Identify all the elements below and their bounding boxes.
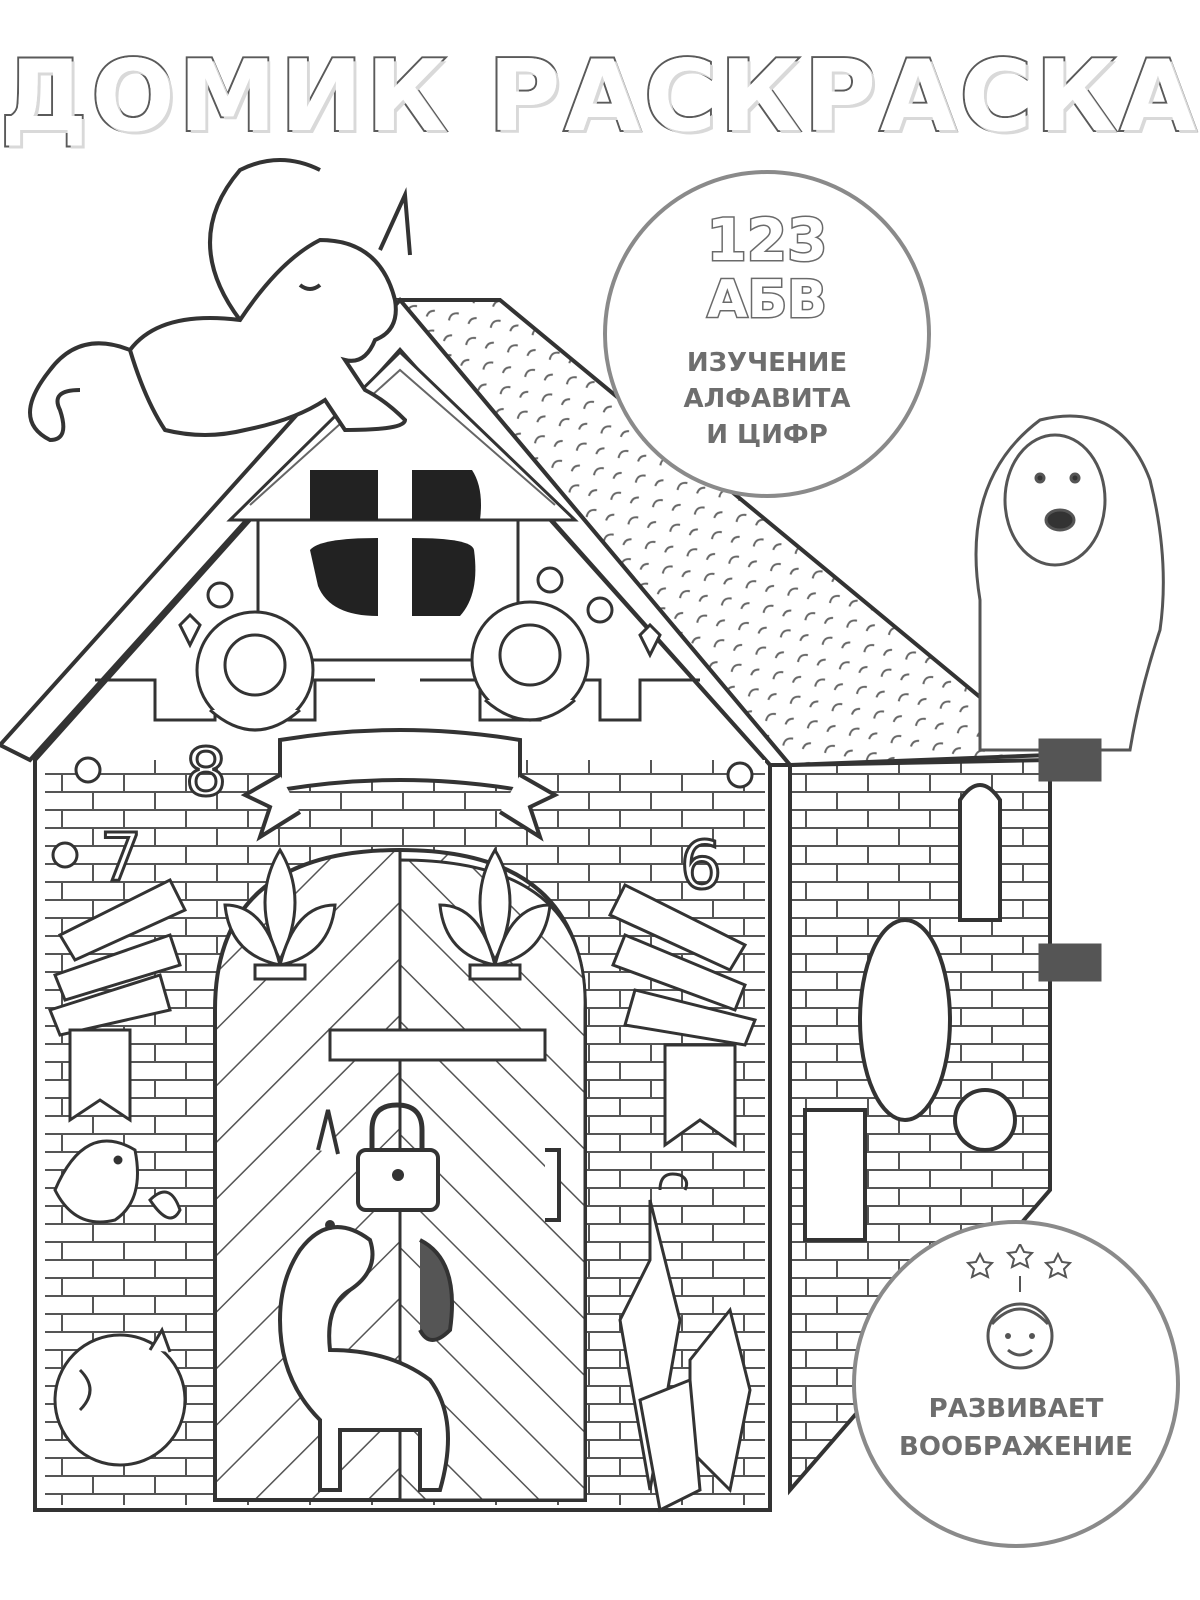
unicorn-on-roof-drawing bbox=[28, 158, 412, 443]
badge-letters: АБВ bbox=[706, 270, 829, 330]
trumpets-left bbox=[48, 877, 188, 1037]
badge-line-3: И ЦИФР bbox=[706, 420, 828, 450]
badge-line-1: ИЗУЧЕНИЕ bbox=[686, 348, 848, 378]
child-face-with-stars-icon bbox=[965, 1244, 1073, 1370]
girl-peeking-photo bbox=[974, 414, 1165, 982]
padlock-icon bbox=[356, 1102, 440, 1212]
rose-bouquet-right bbox=[470, 600, 590, 722]
ribbon-banner bbox=[240, 728, 560, 842]
badge-bottom-line-1: РАЗВИВАЕТ bbox=[928, 1394, 1104, 1424]
rose-bouquet-left bbox=[195, 610, 315, 732]
bird-drawing bbox=[53, 1139, 182, 1224]
sleeping-cat-drawing bbox=[53, 1326, 187, 1467]
badge-line-2: АЛФАВИТА bbox=[683, 384, 851, 414]
house-number-8: 8 bbox=[185, 734, 227, 811]
umbrella-and-crystals-drawing bbox=[618, 1172, 752, 1513]
fleur-de-lis-icon bbox=[223, 847, 552, 981]
trumpets-right bbox=[607, 882, 758, 1047]
pennant-flags bbox=[68, 1028, 737, 1148]
house-number-6: 6 bbox=[680, 827, 722, 904]
unicorn-door-drawing bbox=[277, 1109, 454, 1492]
decorative-flowers bbox=[51, 566, 754, 869]
page-title: ДОМИК РАСКРАСКА bbox=[0, 38, 1200, 156]
house-number-7: 7 bbox=[100, 819, 142, 896]
imagination-badge: РАЗВИВАЕТ ВООБРАЖЕНИЕ bbox=[852, 1220, 1180, 1548]
badge-numbers: 123 bbox=[705, 206, 829, 274]
house-side-wall bbox=[788, 757, 1052, 1496]
learning-badge: 123 АБВ ИЗУЧЕНИЕ АЛФАВИТА И ЦИФР bbox=[603, 170, 931, 498]
badge-bottom-line-2: ВООБРАЖЕНИЕ bbox=[899, 1432, 1133, 1462]
